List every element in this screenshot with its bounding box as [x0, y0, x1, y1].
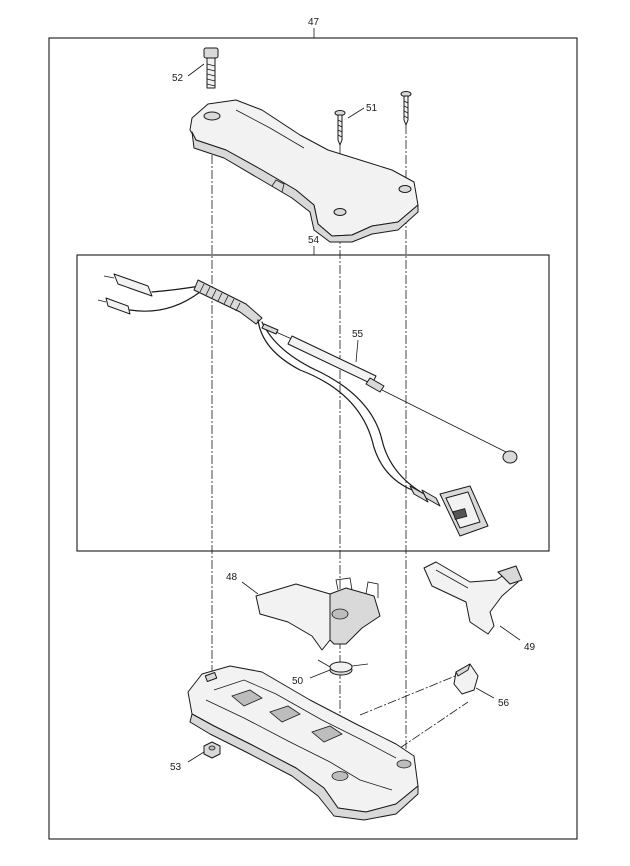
lower-handle-housing — [187, 665, 419, 821]
callout-47: 47 — [308, 17, 320, 28]
lock-off-lever-49 — [423, 561, 523, 641]
spring-50 — [309, 659, 369, 679]
inner-frame — [76, 246, 550, 552]
part-56 — [453, 663, 495, 699]
callout-54: 54 — [308, 235, 320, 246]
throttle-cable-55 — [261, 323, 518, 464]
callout-53: 53 — [170, 762, 182, 773]
nut-53 — [187, 741, 221, 763]
callout-48: 48 — [226, 572, 238, 583]
callout-49: 49 — [524, 642, 536, 653]
alignment-lines — [211, 125, 469, 770]
upper-handle-cover — [189, 99, 419, 243]
callout-52: 52 — [172, 73, 184, 84]
screw-unlabelled — [400, 91, 412, 126]
wire-harness — [97, 273, 441, 507]
screw-51 — [334, 107, 365, 146]
callout-50: 50 — [292, 676, 304, 687]
stop-switch — [439, 485, 489, 537]
callout-55: 55 — [352, 329, 364, 340]
throttle-trigger-48 — [241, 577, 381, 651]
bolt-52 — [187, 47, 219, 89]
callout-51: 51 — [366, 103, 378, 114]
outer-frame — [48, 28, 578, 840]
callout-56: 56 — [498, 698, 510, 709]
